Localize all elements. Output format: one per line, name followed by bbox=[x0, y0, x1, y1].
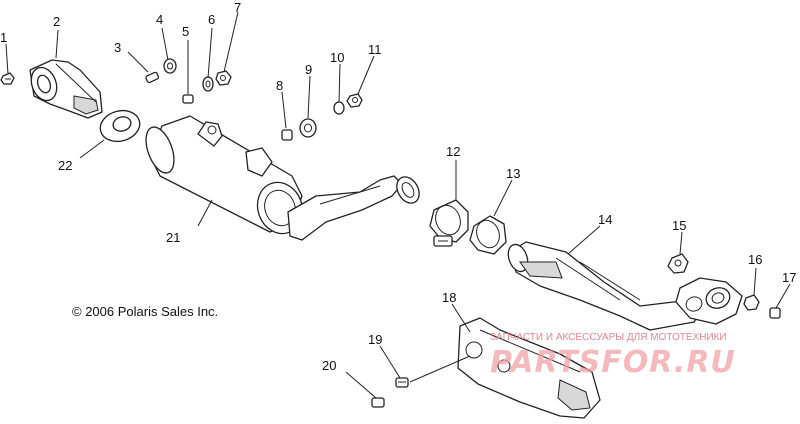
part-16-nut bbox=[743, 294, 760, 311]
part-11-nut bbox=[346, 93, 363, 108]
watermark: ЗАПЧАСТИ И АКСЕССУАРЫ ДЛЯ МОТОТЕХНИКИ PA… bbox=[490, 332, 736, 380]
part-15-nut bbox=[667, 253, 689, 274]
part-19-screw bbox=[395, 377, 409, 388]
callout-22: 22 bbox=[58, 158, 72, 173]
watermark-tagline: ЗАПЧАСТИ И АКСЕССУАРЫ ДЛЯ МОТОТЕХНИКИ bbox=[490, 332, 727, 343]
copyright-text: © 2006 Polaris Sales Inc. bbox=[72, 304, 218, 319]
part-7-nut bbox=[215, 70, 232, 86]
callout-18: 18 bbox=[442, 290, 456, 305]
part-12-clamp bbox=[429, 199, 469, 247]
callout-labels: 1 2 3 4 5 6 7 8 9 10 11 12 13 14 15 16 1… bbox=[0, 0, 796, 373]
part-1-bolt bbox=[0, 72, 15, 85]
part-18-heat-shield bbox=[457, 317, 601, 419]
callout-6: 6 bbox=[208, 12, 215, 27]
callout-12: 12 bbox=[446, 144, 460, 159]
part-3-screw bbox=[145, 71, 160, 84]
callout-21: 21 bbox=[166, 230, 180, 245]
part-9-grommet bbox=[299, 118, 317, 138]
callout-16: 16 bbox=[748, 252, 762, 267]
part-22-gasket bbox=[99, 109, 141, 143]
callout-5: 5 bbox=[182, 24, 189, 39]
part-5-bolt bbox=[182, 94, 194, 104]
part-8-bolt bbox=[281, 129, 293, 141]
part-14-headpipe bbox=[507, 241, 743, 331]
callout-10: 10 bbox=[330, 50, 344, 65]
callout-11: 11 bbox=[368, 42, 382, 57]
callout-2: 2 bbox=[53, 14, 60, 29]
callout-8: 8 bbox=[276, 78, 283, 93]
part-4-washer bbox=[163, 58, 177, 74]
callout-1: 1 bbox=[0, 30, 7, 45]
callout-13: 13 bbox=[506, 166, 520, 181]
callout-9: 9 bbox=[305, 62, 312, 77]
part-6-washer bbox=[202, 76, 214, 92]
callout-15: 15 bbox=[672, 218, 686, 233]
callout-4: 4 bbox=[156, 12, 163, 27]
part-2-tailpipe bbox=[29, 59, 103, 119]
part-13-sleeve bbox=[469, 215, 507, 255]
watermark-logo: PARTSFOR.RU bbox=[490, 345, 736, 380]
part-21-muffler bbox=[145, 115, 420, 241]
callout-17: 17 bbox=[782, 270, 796, 285]
callout-19: 19 bbox=[368, 332, 382, 347]
part-10-washer bbox=[333, 101, 345, 115]
part-17-stud bbox=[769, 307, 781, 319]
callout-7: 7 bbox=[234, 0, 241, 15]
callout-20: 20 bbox=[322, 358, 336, 373]
part-20-screw bbox=[371, 397, 385, 408]
callout-14: 14 bbox=[598, 212, 612, 227]
leader-lines bbox=[5, 11, 791, 399]
callout-3: 3 bbox=[114, 40, 121, 55]
